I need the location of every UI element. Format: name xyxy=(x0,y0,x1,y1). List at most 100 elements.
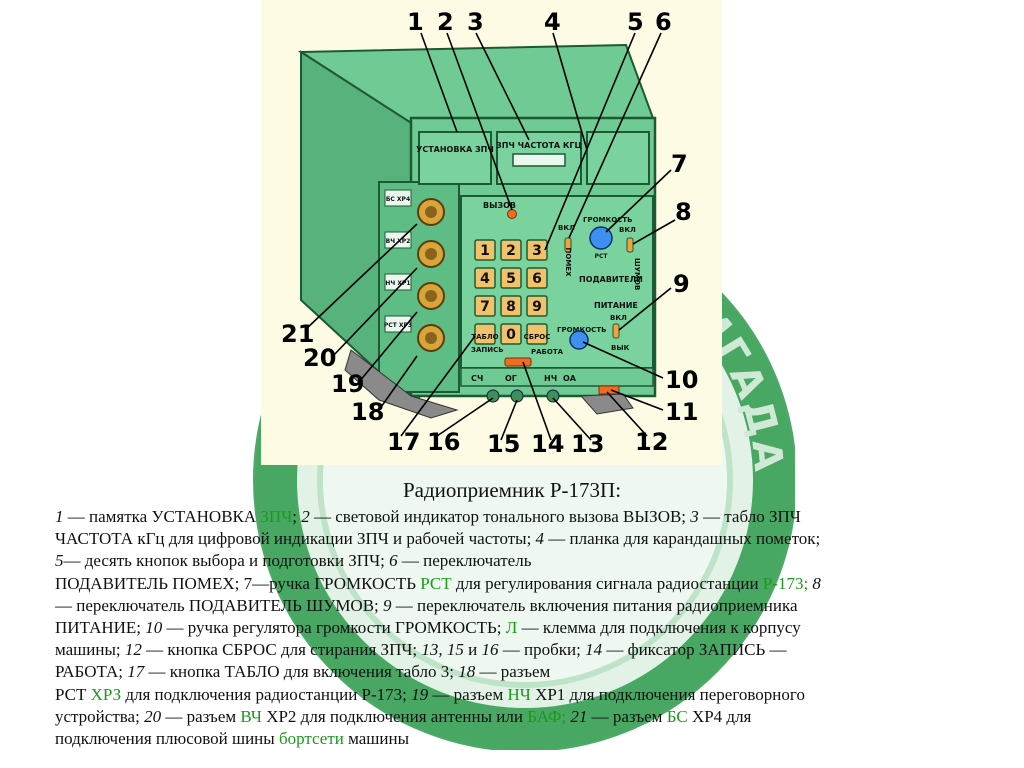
legend-line: ПОДАВИТЕЛЬ ПОМЕХ; 7—ручка ГРОМКОСТЬ РСТ … xyxy=(55,573,975,595)
legend-segment: — разъем xyxy=(587,706,667,726)
bottom-label-2: НЧ xyxy=(544,374,557,383)
legend-segment: БАФ; xyxy=(527,706,567,726)
legend-line: устройства; 20 — разъем ВЧ ХР2 для подкл… xyxy=(55,706,975,728)
legend-segment: — ручка регулятора громкости ГРОМКОСТЬ; xyxy=(162,618,506,638)
legend-line: ПИТАНИЕ; 10 — ручка регулятора громкости… xyxy=(55,617,975,639)
key-6-button[interactable] xyxy=(526,267,548,289)
legend-segment: 19 xyxy=(411,684,429,704)
callout-number-13: 13 xyxy=(571,430,604,458)
callout-number-8: 8 xyxy=(675,198,692,226)
sbros-button-label: СБРОС xyxy=(524,333,551,341)
callout-number-4: 4 xyxy=(544,8,561,36)
legend-segment: 4 xyxy=(535,529,545,549)
callout-line-2 xyxy=(446,32,513,211)
callout-number-15: 15 xyxy=(487,430,520,458)
legend-segment: 2 xyxy=(301,507,310,526)
callout-number-11: 11 xyxy=(665,398,698,426)
legend-segment: 16 xyxy=(481,640,499,660)
key-5-button[interactable] xyxy=(500,267,522,289)
callout-line-9 xyxy=(618,287,672,331)
legend-segment: машины; xyxy=(55,640,125,660)
callout-line-5 xyxy=(544,32,636,251)
legend-segment: 13, 15 xyxy=(421,640,464,660)
callout-line-12 xyxy=(606,391,648,437)
key-2-button-label: 2 xyxy=(506,243,516,259)
key-9-button[interactable] xyxy=(526,295,548,317)
callout-line-15 xyxy=(500,399,518,441)
key-1-button-label: 1 xyxy=(480,243,490,259)
key-0-button[interactable] xyxy=(500,323,522,345)
callout-number-1: 1 xyxy=(407,8,424,36)
key-3-button[interactable] xyxy=(526,239,548,261)
callout-line-20 xyxy=(332,267,418,357)
callout-line-13 xyxy=(552,397,592,441)
key-4-button[interactable] xyxy=(474,267,496,289)
connector-label-2: НЧ ХР1 xyxy=(385,280,410,287)
connector-core-0 xyxy=(425,206,437,218)
gromkost-knob[interactable] xyxy=(569,330,589,350)
legend-segment: ХР2 для подключения антенны или xyxy=(261,706,528,726)
callout-line-14 xyxy=(522,361,552,441)
key-7-button[interactable] xyxy=(474,295,496,317)
legend-segment: ХРЗ xyxy=(90,684,122,704)
legend-segment: — разъем xyxy=(428,684,508,704)
pitanie-switch[interactable] xyxy=(612,323,620,339)
legend-segment: для регулирования сигнала радиостанции xyxy=(451,573,763,593)
vyk-label: ВЫК xyxy=(611,344,630,352)
callout-number-16: 16 xyxy=(427,428,460,456)
bottom-label-3: ОА xyxy=(563,374,577,383)
legend-segment: 1 xyxy=(55,507,64,526)
plug-16 xyxy=(486,389,500,403)
legend-segment: ; xyxy=(292,507,302,526)
legend-segment: 8 xyxy=(812,573,821,593)
callout-line-4 xyxy=(552,32,588,151)
legend-segment: — разъем xyxy=(161,706,241,726)
shumov-label: ШУМОВ xyxy=(633,258,641,290)
legend-segment: 17 xyxy=(127,662,145,682)
legend-segment: — переключатель ПОДАВИТЕЛЬ ШУМОВ; xyxy=(55,595,384,615)
ustanovka-memo xyxy=(418,131,492,185)
tablo-button[interactable] xyxy=(474,323,496,345)
callout-line-1 xyxy=(420,32,458,133)
legend-segment: ЗПЧ xyxy=(260,507,293,526)
chastota-label: ЗПЧ ЧАСТОТА КГЦ xyxy=(496,141,582,150)
legend-segment: 18 xyxy=(458,662,476,682)
legend-segment: 5 xyxy=(55,551,64,571)
zapis-label: ЗАПИСЬ xyxy=(471,346,504,354)
gromkost-label-1: ГРОМКОСТЬ xyxy=(583,216,632,224)
sbros-button[interactable] xyxy=(526,323,548,345)
legend-segment: ВЧ xyxy=(240,706,262,726)
bottom-strip xyxy=(460,367,654,387)
legend-segment: для подключения радиостанции Р-173; xyxy=(121,684,412,704)
vkl-label-2: ВКЛ xyxy=(619,226,636,234)
key-8-button[interactable] xyxy=(500,295,522,317)
key-1-button[interactable] xyxy=(474,239,496,261)
legend-segment: — фиксатор ЗАПИСЬ — xyxy=(602,640,787,660)
pomeh-switch[interactable] xyxy=(564,237,572,253)
legend-segment: и xyxy=(463,640,482,660)
callout-line-17 xyxy=(400,335,476,437)
tablo-button-label: ТАБЛО xyxy=(471,333,498,341)
legend-segment: НЧ xyxy=(507,684,531,704)
key-5-button-label: 5 xyxy=(506,271,516,287)
callout-number-2: 2 xyxy=(437,8,454,36)
legend-segment: — пробки; xyxy=(498,640,586,660)
legend-segment: устройства; xyxy=(55,706,145,726)
legend-text: 1 — памятка УСТАНОВКА ЗПЧ; 2 — световой … xyxy=(55,506,975,750)
connector-label-box-0 xyxy=(384,189,412,207)
shumov-switch[interactable] xyxy=(626,237,634,253)
callout-number-3: 3 xyxy=(467,8,484,36)
legend-segment: машины xyxy=(343,729,410,749)
key-2-button[interactable] xyxy=(500,239,522,261)
legend-segment: 3 xyxy=(690,507,699,526)
connector-label-0: БС ХР4 xyxy=(386,196,410,203)
legend-segment: — памятка УСТАНОВКА xyxy=(63,507,261,526)
key-7-button-label: 7 xyxy=(480,299,490,315)
legend-segment: — кнопка ТАБЛО для включения табло 3; xyxy=(144,662,459,682)
connector-label-box-2 xyxy=(384,273,412,291)
legend-segment: 9 xyxy=(383,595,392,615)
sbros-button-side[interactable] xyxy=(598,385,620,395)
zapis-rabota-latch[interactable] xyxy=(504,357,532,367)
legend-segment: 6 xyxy=(389,551,398,571)
